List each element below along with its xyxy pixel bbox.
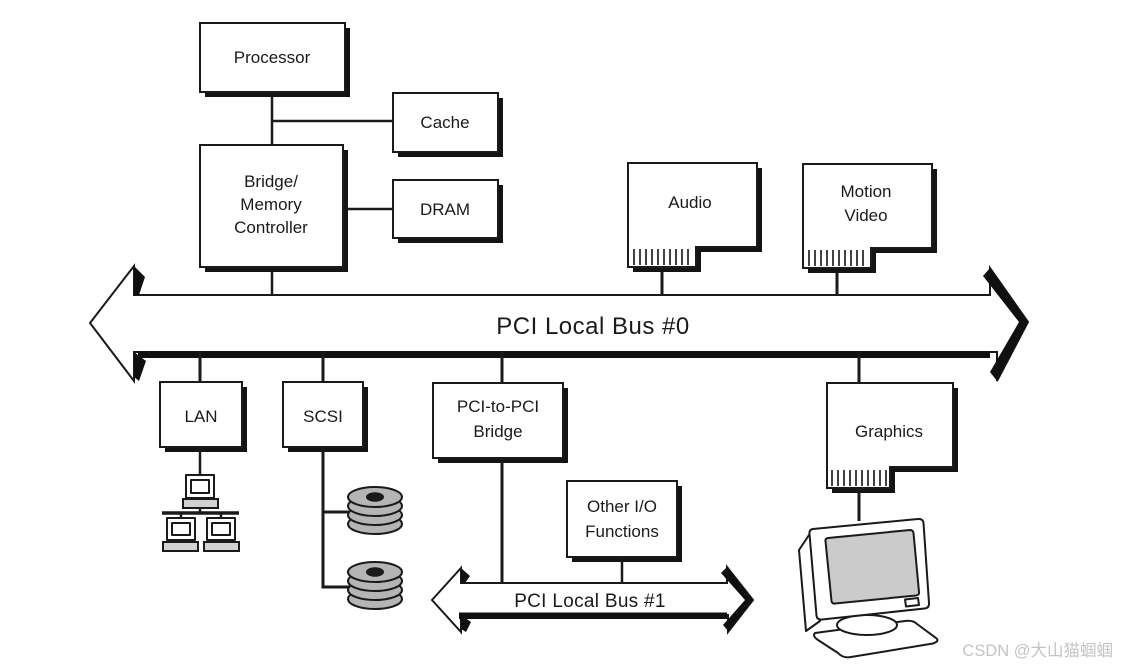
bridge-memory-controller-box: Bridge/ Memory Controller: [199, 144, 348, 272]
lan-label: LAN: [184, 407, 217, 426]
motion-video-card: Motion Video: [802, 163, 937, 273]
pci-bridge-label-line2: Bridge: [473, 422, 522, 441]
pci-bus-0-left-bottom-notch: [134, 352, 146, 381]
audio-card-outline: [627, 162, 758, 268]
audio-label: Audio: [668, 193, 711, 212]
motion-video-card-outline: [802, 163, 933, 269]
pci-bus-1-left-top-notch: [461, 568, 470, 583]
bridge-label-line3: Controller: [234, 218, 308, 237]
network-computer-icon-left: [162, 517, 199, 552]
motion-video-label-line1: Motion: [840, 182, 891, 201]
disk-stack-icon-2: [347, 561, 403, 610]
other-io-label-line1: Other I/O: [587, 497, 657, 516]
pci-bus-0-right-head-shadow: [983, 268, 1028, 381]
dram-box-rect: [392, 179, 499, 239]
bridge-box-rect: [199, 144, 344, 268]
pci-bus-0-label: PCI Local Bus #0: [496, 313, 689, 340]
audio-card: Audio: [627, 162, 762, 272]
monitor-screen: [824, 528, 921, 605]
watermark-text: CSDN @大山猫蝈蝈: [962, 642, 1113, 660]
graphics-card-edge-connector-icon: [831, 470, 887, 486]
disk-hub-hole: [366, 492, 384, 502]
network-computer-icon-right: [203, 517, 240, 552]
network-server-icon: [182, 474, 219, 509]
pci-bridge-label-line1: PCI-to-PCI: [457, 397, 539, 416]
graphics-label: Graphics: [855, 422, 923, 441]
monitor-power-button: [904, 597, 920, 608]
pci-bus-0: PCI Local Bus #0: [88, 263, 1030, 384]
pci-bus-1-left-bottom-notch: [461, 615, 471, 632]
disk-stack-icon-1: [347, 486, 403, 535]
other-io-functions-box: Other I/O Functions: [566, 480, 682, 562]
lan-box: LAN: [159, 381, 247, 452]
pci-bus-1-label: PCI Local Bus #1: [514, 591, 666, 612]
graphics-card-outline: [826, 382, 954, 489]
monitor-swivel: [836, 614, 898, 636]
processor-box-rect: [199, 22, 346, 93]
motion-video-label-line2: Video: [844, 206, 887, 225]
pci-bus-1-shadow-bar: [459, 612, 727, 619]
scsi-box-rect: [282, 381, 364, 448]
bus0-drop-wires: [198, 352, 861, 384]
cache-box-rect: [392, 92, 499, 153]
pci-to-pci-bridge-box: PCI-to-PCI Bridge: [432, 382, 568, 463]
cache-box: Cache: [392, 92, 503, 157]
dram-box: DRAM: [392, 179, 503, 243]
disk-hub-hole: [366, 567, 384, 577]
bridge-label-line1: Bridge/: [244, 172, 298, 191]
pci-bus-0-shadow-bar: [138, 351, 990, 358]
computer-network-icon: [162, 474, 240, 552]
cache-label: Cache: [420, 113, 469, 132]
peripheral-wires: [198, 447, 861, 589]
pci-bus-0-left-top-notch: [134, 266, 145, 295]
crt-monitor-icon: [798, 517, 939, 659]
dram-label: DRAM: [420, 200, 470, 219]
motion-video-card-edge-connector-icon: [808, 250, 864, 266]
other-io-box-rect: [566, 480, 678, 558]
pci-bus-1: PCI Local Bus #1: [430, 564, 755, 635]
graphics-card: Graphics: [826, 382, 958, 493]
processor-label: Processor: [234, 48, 311, 67]
audio-card-edge-connector-icon: [633, 249, 689, 265]
scsi-box: SCSI: [282, 381, 368, 452]
bridge-label-line2: Memory: [240, 195, 302, 214]
processor-box: Processor: [199, 22, 350, 97]
pci-bus-1-right-head-shadow: [721, 567, 753, 632]
other-io-label-line2: Functions: [585, 522, 659, 541]
scsi-label: SCSI: [303, 407, 343, 426]
pci-bridge-box-rect: [432, 382, 564, 459]
